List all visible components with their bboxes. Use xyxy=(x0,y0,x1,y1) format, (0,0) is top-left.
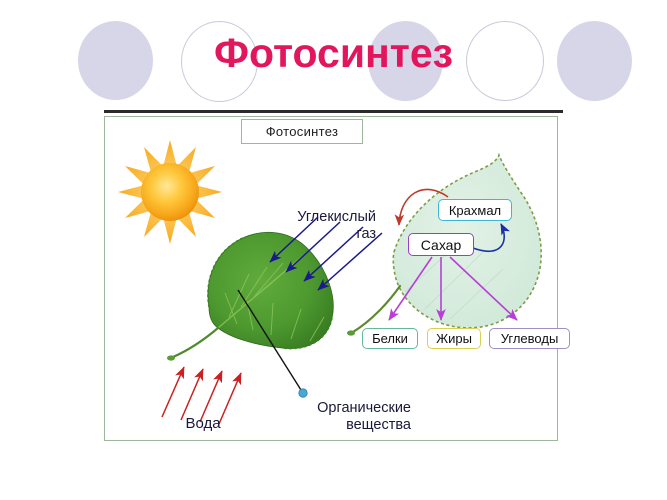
decor-ellipse-5 xyxy=(557,21,632,101)
organic-pointer xyxy=(237,289,308,398)
chem-box-protein: Белки xyxy=(362,328,418,349)
label-organic-line1: Органические xyxy=(317,400,411,416)
chem-box-carbohydrates: Углеводы xyxy=(489,328,570,349)
label-water: Вода xyxy=(185,415,221,432)
chem-box-fat: Жиры xyxy=(427,328,481,349)
title-underline-rule xyxy=(104,110,563,113)
chem-box-sugar: Сахар xyxy=(408,233,474,256)
decor-ellipse-4 xyxy=(466,21,544,101)
green-leaf-icon xyxy=(167,231,334,361)
diagram-artwork xyxy=(161,152,542,425)
label-carbon-dioxide-line1: Углекислый xyxy=(297,209,376,225)
label-carbon-dioxide: Углекислый газ xyxy=(258,209,376,243)
title-header-band: Фотосинтез xyxy=(0,0,667,113)
label-organic-substances: Органические вещества xyxy=(271,400,411,434)
label-organic-line2: вещества xyxy=(346,417,411,433)
sugar-to-products-arrows xyxy=(388,256,518,321)
water-arrows xyxy=(161,366,242,425)
decor-ellipse-2 xyxy=(181,21,258,102)
page-title: Фотосинтез xyxy=(213,30,454,76)
label-carbon-dioxide-line2: газ xyxy=(356,226,376,242)
co2-arrows xyxy=(269,216,383,291)
starch-to-sugar-arrow xyxy=(394,188,449,226)
diagram-title-label: Фотосинтез xyxy=(265,124,339,139)
sugar-to-starch-arrow xyxy=(472,223,511,253)
diagram-title-box: Фотосинтез xyxy=(241,119,363,144)
decor-ellipse-1 xyxy=(78,21,153,100)
photosynthesis-diagram-panel: Фотосинтез xyxy=(104,116,570,441)
decor-ellipse-3 xyxy=(368,21,443,101)
sun-icon xyxy=(113,135,227,249)
chem-box-starch: Крахмал xyxy=(438,199,512,221)
